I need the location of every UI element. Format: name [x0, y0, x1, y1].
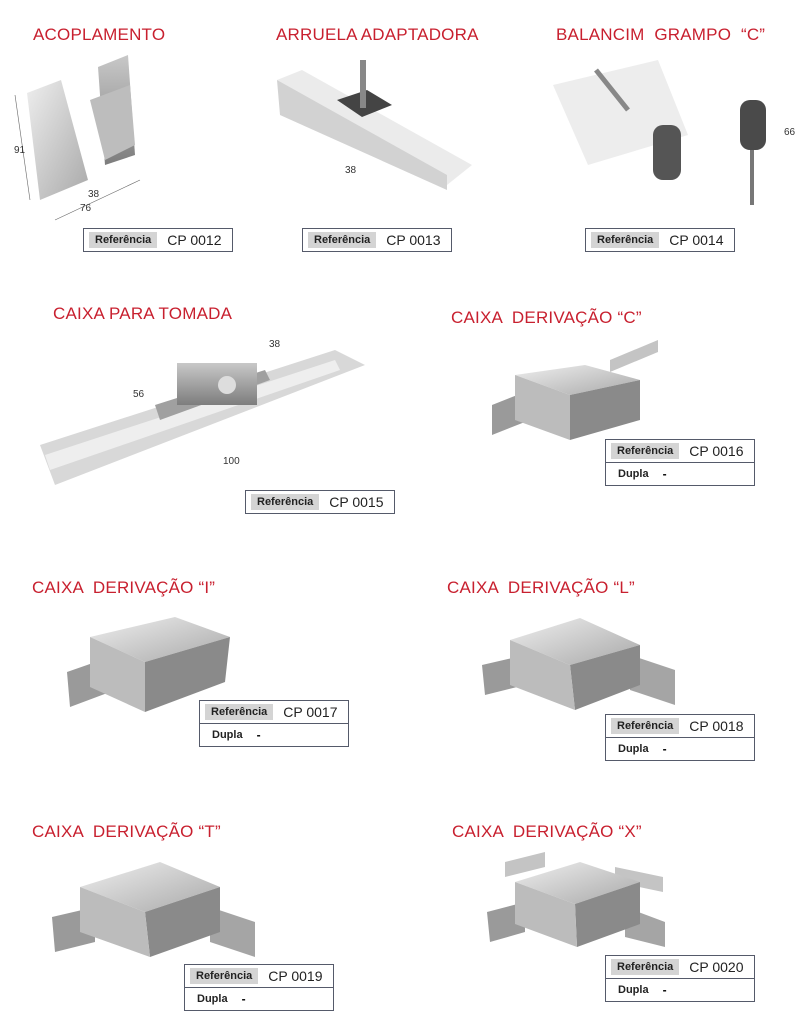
- reference-box: Referência CP 0015: [245, 490, 395, 514]
- dupla-label: Dupla: [197, 993, 228, 1005]
- dupla-value: -: [241, 992, 246, 1006]
- reference-label: Referência: [89, 232, 158, 248]
- product-code: CP 0018: [689, 718, 744, 734]
- product-title-caixa-derivacao-i: CAIXA DERIVAÇÃO “I”: [32, 578, 216, 597]
- product-code: CP 0015: [329, 494, 384, 510]
- dimension-label: 38: [88, 189, 100, 200]
- product-code: CP 0014: [669, 232, 724, 248]
- reference-label: Referência: [611, 443, 680, 459]
- product-title-arruela-adaptadora: ARRUELA ADAPTADORA: [276, 25, 479, 44]
- dupla-label: Dupla: [618, 743, 649, 755]
- product-code: CP 0012: [167, 232, 222, 248]
- reference-label: Referência: [611, 718, 680, 734]
- caixa-derivacao-l-image: [482, 618, 675, 710]
- product-title-caixa-derivacao-c: CAIXA DERIVAÇÃO “C”: [451, 308, 642, 327]
- product-code: CP 0013: [386, 232, 441, 248]
- dupla-value: -: [662, 467, 667, 481]
- product-code: CP 0019: [268, 968, 323, 984]
- dupla-value: -: [662, 983, 667, 997]
- dimension-label: 66: [784, 127, 796, 138]
- dimension-label: 100: [223, 456, 240, 467]
- dimension-label: 38: [345, 165, 357, 176]
- product-title-balancim-grampo-c: BALANCIM GRAMPO “C”: [556, 25, 766, 44]
- reference-label: Referência: [251, 494, 320, 510]
- product-code: CP 0017: [283, 704, 338, 720]
- balancim-grampo-image: [553, 60, 766, 205]
- reference-box: Referência CP 0013: [302, 228, 452, 252]
- reference-label: Referência: [190, 968, 259, 984]
- acoplamento-image: [14, 55, 141, 221]
- caixa-para-tomada-image: [40, 350, 365, 485]
- caixa-derivacao-x-image: [487, 852, 665, 947]
- reference-label: Referência: [205, 704, 274, 720]
- reference-box: Referência CP 0014: [585, 228, 735, 252]
- caixa-derivacao-t-image: [52, 862, 255, 957]
- dimension-label: 91: [14, 145, 26, 156]
- caixa-derivacao-c-image: [492, 340, 658, 440]
- product-code: CP 0016: [689, 443, 744, 459]
- reference-box: Referência CP 0012: [83, 228, 233, 252]
- reference-label: Referência: [591, 232, 660, 248]
- product-title-acoplamento: ACOPLAMENTO: [33, 25, 166, 44]
- dupla-label: Dupla: [618, 984, 649, 996]
- product-title-caixa-para-tomada: CAIXA PARA TOMADA: [53, 304, 233, 323]
- dupla-label: Dupla: [618, 468, 649, 480]
- arruela-adaptadora-image: [277, 60, 472, 190]
- reference-label: Referência: [308, 232, 377, 248]
- product-title-caixa-derivacao-l: CAIXA DERIVAÇÃO “L”: [447, 578, 635, 597]
- dimension-label: 76: [80, 203, 92, 214]
- dimension-label: 38: [269, 339, 281, 350]
- dupla-value: -: [662, 742, 667, 756]
- caixa-derivacao-i-image: [67, 617, 230, 712]
- product-code: CP 0020: [689, 959, 744, 975]
- dupla-value: -: [256, 728, 261, 742]
- dimension-label: 56: [133, 389, 145, 400]
- reference-label: Referência: [611, 959, 680, 975]
- product-title-caixa-derivacao-t: CAIXA DERIVAÇÃO “T”: [32, 822, 221, 841]
- product-title-caixa-derivacao-x: CAIXA DERIVAÇÃO “X”: [452, 822, 642, 841]
- dupla-label: Dupla: [212, 729, 243, 741]
